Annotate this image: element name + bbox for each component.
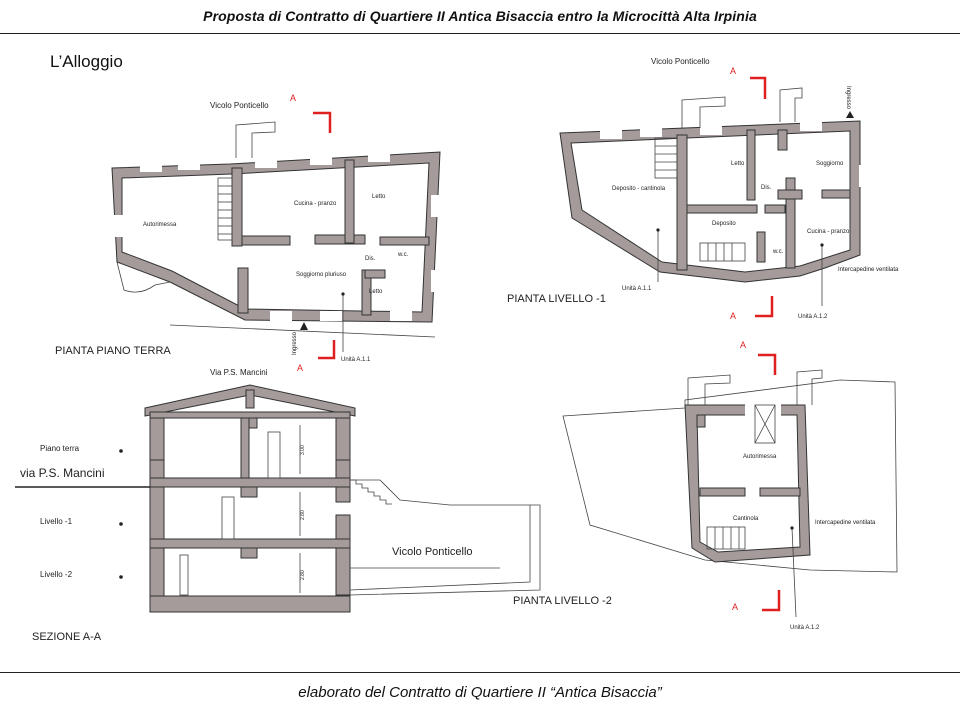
minus2-unit-label: Unità A.1.2: [790, 625, 820, 631]
minus1-section-marker-top-label: A: [730, 66, 736, 76]
ground-entrance-label: Ingresso: [292, 331, 298, 355]
ground-unit-label: Unità A.1.1: [341, 357, 371, 363]
height-dim-minus1: 2.80: [300, 510, 306, 520]
room-minus1-kitchen: Cucina - pranzo: [807, 229, 850, 235]
section-street-side: via P.S. Mancini: [20, 466, 105, 480]
room-kitchen: Cucina - pranzo: [294, 201, 337, 207]
room-bedroom-1: Letto: [372, 194, 386, 200]
section-aa: 3.00 2.80 2.80 Via P.S. Mancini via P.S.…: [15, 368, 541, 643]
level-minus1-outer-wall: [559, 120, 861, 283]
room-bedroom-2: Letto: [369, 289, 383, 295]
minus1-section-marker-top: [750, 76, 767, 99]
section-marker-bottom: [318, 340, 336, 360]
room-hall: Dis.: [365, 256, 376, 262]
room-minus1-wc: w.c.: [772, 249, 784, 255]
section-aa-title: SEZIONE A-A: [32, 631, 102, 643]
room-garage: Autorimessa: [143, 222, 177, 228]
room-minus1-living: Soggiorno: [816, 161, 844, 167]
ground-street-label: Vicolo Ponticello: [210, 101, 269, 110]
section-marker-top-label: A: [290, 93, 296, 103]
section-marker-bottom-label: A: [297, 363, 303, 373]
section-title: L’Alloggio: [50, 52, 123, 71]
minus1-entrance-arrow-icon: [846, 111, 854, 118]
section-marker-top: [313, 111, 332, 133]
level-label-minus2: Livello -2: [40, 570, 73, 579]
room-minus1-hall: Dis.: [761, 185, 772, 191]
section-street-top: Via P.S. Mancini: [210, 368, 268, 377]
minus2-section-marker-bottom: [762, 590, 781, 612]
section-alley-label: Vicolo Ponticello: [392, 546, 473, 558]
minus2-section-marker-top-label: A: [740, 340, 746, 350]
header-rule: [0, 33, 960, 34]
level-minus1-plan: Ingresso A A Vicolo Ponticello Deposito …: [507, 57, 899, 321]
minus1-section-marker-bottom: [755, 296, 774, 318]
level-label-minus1: Livello -1: [40, 517, 73, 526]
level-minus2-outer-wall: [684, 404, 811, 563]
room-minus1-storage: Deposito: [712, 221, 736, 227]
minus1-unit2-label: Unità A.1.2: [798, 314, 828, 320]
level-minus2-plan: A A Autorimessa Cantinola Intercapedine …: [513, 340, 898, 631]
minus2-section-marker-top: [758, 353, 777, 375]
ground-floor-stair: [217, 177, 233, 241]
ground-floor-plan: Ingresso A A Vicolo Ponticello Autorimes…: [55, 93, 441, 373]
height-dim-ground: 3.00: [300, 445, 306, 455]
room-minus1-bedroom: Letto: [731, 161, 745, 167]
entrance-arrow-icon: [300, 322, 308, 330]
minus1-street-label: Vicolo Ponticello: [651, 57, 710, 66]
room-wc: w.c.: [397, 252, 409, 258]
room-minus2-garage: Autorimessa: [743, 454, 777, 460]
minus2-cavity-label: Intercapedine ventilata: [815, 520, 876, 526]
minus1-section-marker-bottom-label: A: [730, 311, 736, 321]
room-storage-cellar: Deposito - cantinola: [612, 186, 666, 192]
minus1-unit1-label: Unità A.1.1: [622, 286, 652, 292]
footer-text: elaborato del Contratto di Quartiere II …: [298, 684, 662, 701]
level-label-ground: Piano terra: [40, 444, 80, 453]
minus1-cavity-label: Intercapedine ventilata: [838, 267, 899, 273]
minus2-section-marker-bottom-label: A: [732, 602, 738, 612]
terrain-outline: [562, 379, 898, 573]
height-dim-minus2: 2.80: [300, 570, 306, 580]
header-title: Proposta di Contratto di Quartiere II An…: [203, 8, 757, 24]
room-minus2-cellar: Cantinola: [733, 516, 759, 522]
ground-floor-title: PIANTA PIANO TERRA: [55, 345, 171, 357]
level-minus2-title: PIANTA LIVELLO -2: [513, 595, 612, 607]
level-minus1-title: PIANTA LIVELLO -1: [507, 293, 606, 305]
footer-rule: [0, 672, 960, 673]
minus1-entrance-label: Ingresso: [845, 86, 851, 110]
room-living: Soggiorno pluriuso: [296, 272, 347, 278]
